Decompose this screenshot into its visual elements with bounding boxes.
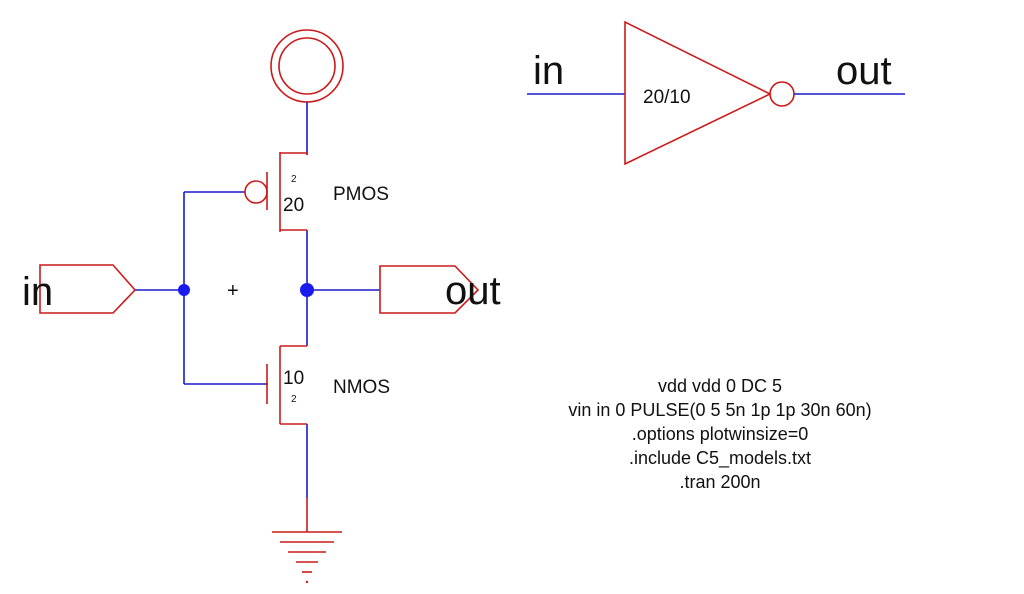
symbol-input-label: in: [533, 49, 564, 93]
pmos-type-label: PMOS: [333, 184, 389, 205]
output-port[interactable]: out: [379, 265, 501, 314]
directive-line: .options plotwinsize=0: [631, 424, 809, 444]
input-port[interactable]: in: [22, 264, 137, 314]
ground-dot: [305, 580, 309, 584]
output-junction-node: [300, 283, 314, 297]
directive-line: .include C5_models.txt: [628, 448, 812, 468]
pmos-width-label: 20: [283, 195, 304, 216]
pmos-length-label: 2: [291, 174, 297, 185]
input-port-label: in: [22, 270, 53, 314]
inverter-symbol[interactable]: in out 20/10: [527, 20, 905, 166]
ground-symbol[interactable]: [272, 498, 342, 584]
symbol-output-label: out: [836, 49, 892, 93]
output-port-label: out: [445, 269, 501, 313]
input-junction-node: [178, 284, 190, 296]
vdd-supply-symbol[interactable]: [270, 29, 344, 103]
wires: [135, 102, 380, 498]
symbol-size-label: 20/10: [643, 87, 691, 108]
nmos-length-label: 2: [291, 394, 297, 405]
directive-line: vin in 0 PULSE(0 5 5n 1p 1p 30n 60n): [568, 400, 872, 420]
pmos-transistor[interactable]: [244, 152, 308, 232]
spice-directives[interactable]: vdd vdd 0 DC 5 vin in 0 PULSE(0 5 5n 1p …: [470, 374, 970, 494]
nmos-width-label: 10: [283, 368, 304, 389]
directive-line: vdd vdd 0 DC 5: [657, 376, 783, 396]
directive-line: .tran 200n: [679, 472, 761, 492]
nmos-type-label: NMOS: [333, 377, 390, 398]
center-plus-mark: +: [227, 280, 239, 302]
nmos-transistor[interactable]: [266, 345, 307, 425]
